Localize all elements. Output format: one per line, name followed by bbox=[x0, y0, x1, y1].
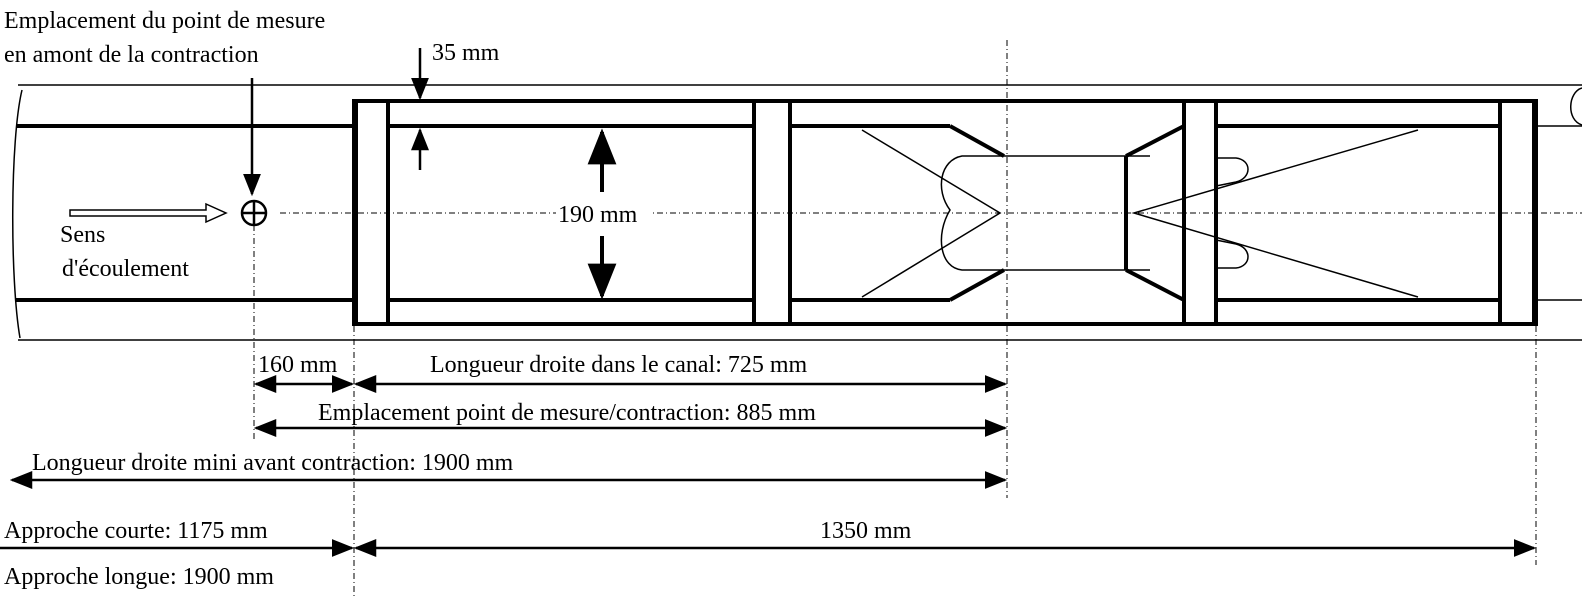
mid-plate-1 bbox=[752, 99, 792, 326]
label-wall-thickness: 35 mm bbox=[432, 40, 500, 66]
label-short-approach: Approche courte: 1175 mm bbox=[4, 518, 268, 544]
flow-direction-arrow-icon bbox=[69, 202, 228, 224]
label-min-straight-length: Longueur droite mini avant contraction: … bbox=[32, 450, 514, 476]
label-flow-dir-2: d'écoulement bbox=[62, 256, 189, 282]
measurement-point-icon bbox=[240, 199, 268, 227]
label-flow-dir-1: Sens bbox=[60, 222, 105, 248]
reference-lines bbox=[253, 40, 1537, 596]
label-channel-width: 190 mm bbox=[558, 202, 638, 228]
outer-channel bbox=[12, 84, 1582, 341]
label-long-approach: Approche longue: 1900 mm bbox=[4, 564, 274, 590]
upstream-walls bbox=[16, 124, 356, 302]
label-dist-1350: 1350 mm bbox=[820, 518, 912, 544]
downstream-end bbox=[1536, 87, 1582, 301]
label-dist-160: 160 mm bbox=[258, 352, 338, 378]
label-measure-to-contraction: Emplacement point de mesure/contraction:… bbox=[318, 400, 816, 426]
label-measure-point-1: Emplacement du point de mesure bbox=[4, 8, 325, 34]
label-measure-point-2: en amont de la contraction bbox=[4, 42, 259, 68]
label-straight-length: Longueur droite dans le canal: 725 mm bbox=[430, 352, 808, 378]
